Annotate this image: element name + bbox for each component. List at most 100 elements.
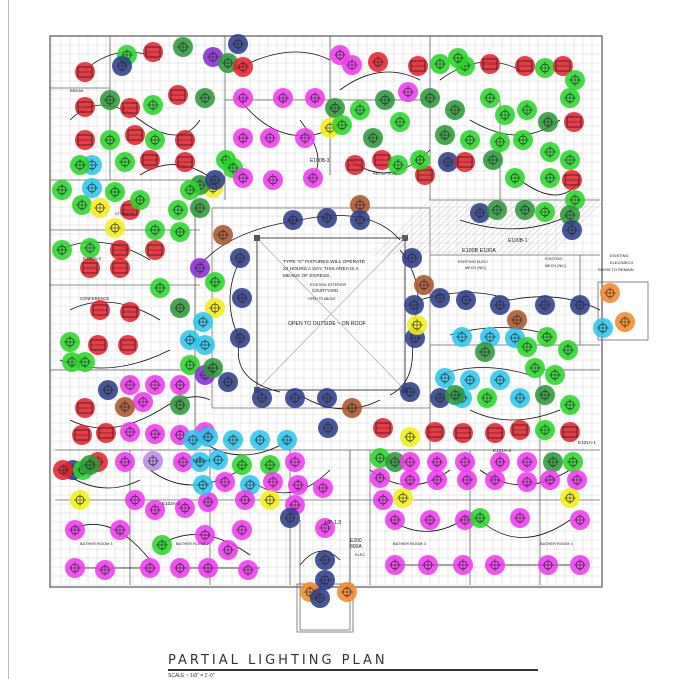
- title-block: PARTIAL LIGHTING PLAN SCALE ~ 1/8" = 1'-…: [168, 653, 538, 679]
- light-fixture-navy: [535, 295, 555, 315]
- light-fixture-brown: [342, 398, 362, 418]
- light-fixture-darkgreen: [100, 90, 120, 110]
- light-fixture-green: [152, 535, 172, 555]
- light-fixture-red: [510, 420, 530, 440]
- light-fixture-navy: [280, 508, 300, 528]
- light-fixture-magenta: [455, 452, 475, 472]
- note-n1: TYPE "C" FIXTURES WILL OPERATE: [283, 259, 365, 265]
- light-fixture-purple: [203, 47, 223, 67]
- light-fixture-magenta: [303, 168, 323, 188]
- light-fixture-green: [130, 190, 150, 210]
- light-fixture-purple: [190, 258, 210, 278]
- light-fixture-red: [175, 152, 195, 172]
- light-fixture-darkgreen: [173, 37, 193, 57]
- light-fixture-red: [125, 125, 145, 145]
- light-fixture-yellow: [70, 490, 90, 510]
- note-n9: MECH (NIC): [465, 266, 487, 270]
- light-fixture-darkgreen: [420, 88, 440, 108]
- light-fixture-magenta: [538, 555, 558, 575]
- light-fixture-red: [88, 335, 108, 355]
- light-fixture-orange: [337, 582, 357, 602]
- light-fixture-green: [560, 395, 580, 415]
- light-fixture-magenta: [273, 88, 293, 108]
- light-fixture-yellow: [205, 298, 225, 318]
- light-fixture-cyan: [452, 327, 472, 347]
- light-fixture-navy: [570, 295, 590, 315]
- light-fixture-navy: [438, 152, 458, 172]
- light-fixture-green: [70, 155, 90, 175]
- light-fixture-green: [105, 182, 125, 202]
- light-fixture-magenta: [295, 128, 315, 148]
- light-fixture-navy: [430, 288, 450, 308]
- light-fixture-navy: [232, 288, 252, 308]
- light-fixture-darkgreen: [325, 98, 345, 118]
- light-fixture-red: [233, 57, 253, 77]
- light-fixture-red: [110, 258, 130, 278]
- light-fixture-green: [560, 88, 580, 108]
- light-fixture-cyan: [190, 452, 210, 472]
- light-fixture-green: [52, 180, 72, 200]
- light-fixture-darkgreen: [515, 200, 535, 220]
- right-annex: [597, 281, 649, 341]
- light-fixture-magenta: [65, 520, 85, 540]
- light-fixture-magenta: [145, 500, 165, 520]
- light-fixture-magenta: [517, 472, 537, 492]
- light-fixture-magenta: [427, 470, 447, 490]
- light-fixture-green: [115, 152, 135, 172]
- light-fixture-magenta: [570, 510, 590, 530]
- light-fixture-green: [430, 54, 450, 74]
- light-fixture-red: [408, 56, 428, 76]
- courtyard-diagonal: [256, 237, 406, 391]
- light-fixture-magenta: [198, 492, 218, 512]
- light-fixture-magenta: [145, 375, 165, 395]
- hatch-line: [512, 199, 569, 256]
- light-fixture-magenta: [145, 424, 165, 444]
- light-fixture-darkgreen: [203, 358, 223, 378]
- light-fixture-green: [205, 272, 225, 292]
- hatch-line: [386, 199, 443, 256]
- light-fixture-magenta: [540, 470, 560, 490]
- column: [254, 235, 260, 241]
- light-fixture-green: [145, 220, 165, 240]
- note-n5: COURTYARD: [312, 288, 338, 293]
- drawing-title: PARTIAL LIGHTING PLAN: [168, 653, 388, 668]
- hatch-line: [416, 199, 473, 256]
- light-fixture-lilac: [143, 451, 163, 471]
- light-fixture-green: [558, 340, 578, 360]
- light-fixture-cyan: [183, 430, 203, 450]
- light-fixture-darkgreen: [170, 395, 190, 415]
- light-fixture-green: [410, 150, 430, 170]
- light-fixture-yellow: [260, 490, 280, 510]
- light-fixture-red: [515, 56, 535, 76]
- light-fixture-cyan: [208, 450, 228, 470]
- light-fixture-magenta: [400, 452, 420, 472]
- light-fixture-magenta: [125, 490, 145, 510]
- light-fixture-green: [52, 240, 72, 260]
- note-n4: EXISTING EXTERIOR: [310, 283, 347, 287]
- light-fixture-navy: [315, 550, 335, 570]
- light-fixture-magenta: [305, 88, 325, 108]
- light-fixture-green: [535, 420, 555, 440]
- light-fixture-magenta: [235, 490, 255, 510]
- light-fixture-green: [540, 142, 560, 162]
- light-fixture-magenta: [263, 170, 283, 190]
- circuit-wire: [339, 71, 421, 91]
- note-n13: ELEC/MECH: [610, 260, 633, 265]
- light-fixture-cyan: [593, 318, 613, 338]
- light-fixture-magenta: [110, 520, 130, 540]
- light-fixture-magenta: [120, 375, 140, 395]
- light-fixture-red: [560, 422, 580, 442]
- light-fixture-magenta: [215, 472, 235, 492]
- light-fixture-darkgreen: [535, 385, 555, 405]
- light-fixture-red: [120, 98, 140, 118]
- light-fixture-magenta: [120, 422, 140, 442]
- light-fixture-green: [260, 455, 280, 475]
- light-fixture-navy: [310, 588, 330, 608]
- circuit-wire: [69, 301, 161, 321]
- light-fixture-darkgreen: [195, 88, 215, 108]
- light-fixture-magenta: [95, 560, 115, 580]
- light-fixture-navy: [430, 388, 450, 408]
- hatch-line: [398, 199, 455, 256]
- light-fixture-navy: [317, 388, 337, 408]
